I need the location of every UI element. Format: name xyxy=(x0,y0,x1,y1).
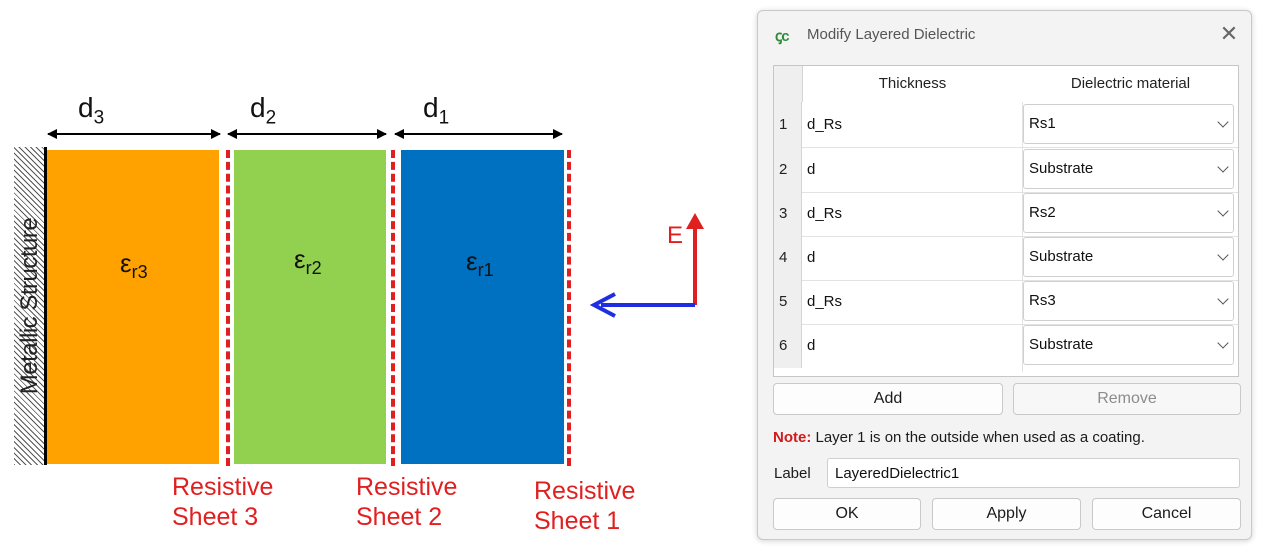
thickness-cell[interactable]: d_Rs xyxy=(807,293,843,310)
material-select[interactable]: Rs2 xyxy=(1023,193,1234,233)
row-divider xyxy=(802,236,1238,237)
layer-er2 xyxy=(234,150,386,464)
material-select[interactable]: Substrate xyxy=(1023,325,1234,365)
thickness-cell[interactable]: d_Rs xyxy=(807,205,843,222)
title-bar[interactable]: ꞔc Modify Layered Dielectric ✕ xyxy=(758,11,1251,59)
material-value: Substrate xyxy=(1029,248,1094,265)
close-icon[interactable]: ✕ xyxy=(1219,21,1239,46)
row-number[interactable]: 2 xyxy=(774,147,802,192)
row-divider xyxy=(802,324,1238,325)
column-divider xyxy=(1022,102,1023,372)
row-divider xyxy=(802,147,1238,148)
material-value: Substrate xyxy=(1029,160,1094,177)
add-button[interactable]: Add xyxy=(773,383,1003,415)
layer-er1 xyxy=(401,150,564,464)
chevron-down-icon xyxy=(1217,337,1229,349)
label-input[interactable] xyxy=(827,458,1240,488)
cancel-button[interactable]: Cancel xyxy=(1092,498,1241,530)
chevron-down-icon xyxy=(1217,249,1229,261)
header-thickness[interactable]: Thickness xyxy=(878,75,947,92)
thickness-cell[interactable]: d xyxy=(807,337,816,354)
header-dielectric-material[interactable]: Dielectric material xyxy=(1070,75,1191,92)
chevron-down-icon xyxy=(1217,205,1229,217)
material-value: Rs1 xyxy=(1029,115,1056,132)
row-number[interactable]: 5 xyxy=(774,280,802,324)
table-corner xyxy=(774,66,803,102)
apply-button[interactable]: Apply xyxy=(932,498,1081,530)
material-select[interactable]: Substrate xyxy=(1023,149,1234,189)
thickness-cell[interactable]: d xyxy=(807,249,816,266)
e-field-label: E xyxy=(667,222,684,249)
material-select[interactable]: Rs1 xyxy=(1023,104,1234,144)
field-arrows xyxy=(589,213,704,318)
modify-layered-dielectric-dialog: ꞔc Modify Layered Dielectric ✕ Thickness… xyxy=(757,10,1252,540)
ok-button[interactable]: OK xyxy=(773,498,921,530)
dialog-title: Modify Layered Dielectric xyxy=(807,26,976,43)
dimension-label-d3: d3 xyxy=(78,92,105,129)
row-number[interactable]: 6 xyxy=(774,324,802,368)
label-caption: Label xyxy=(774,465,811,482)
layered-dielectric-diagram: Metallic Structure εr3 εr2 εr1 d3 d2 d1 … xyxy=(14,92,704,535)
layer-label-er1: εr1 xyxy=(466,246,494,281)
row-number[interactable]: 3 xyxy=(774,192,802,236)
app-icon: ꞔc xyxy=(775,28,790,45)
metallic-structure-label: Metallic Structure xyxy=(16,217,43,395)
layer-er3 xyxy=(47,150,219,464)
metallic-hatch xyxy=(14,147,44,465)
chevron-down-icon xyxy=(1217,116,1229,128)
resistive-sheet-2-line xyxy=(391,150,395,466)
dimension-label-d2: d2 xyxy=(250,92,277,129)
material-select[interactable]: Substrate xyxy=(1023,237,1234,277)
row-number[interactable]: 4 xyxy=(774,236,802,280)
row-divider xyxy=(802,280,1238,281)
material-select[interactable]: Rs3 xyxy=(1023,281,1234,321)
remove-button[interactable]: Remove xyxy=(1013,383,1241,415)
material-value: Rs3 xyxy=(1029,292,1056,309)
thickness-cell[interactable]: d_Rs xyxy=(807,116,843,133)
resistive-sheet-1-line xyxy=(567,150,571,466)
dimension-label-d1: d1 xyxy=(423,92,450,129)
dimension-arrows xyxy=(47,129,563,139)
chevron-down-icon xyxy=(1217,161,1229,173)
metallic-wall xyxy=(44,147,47,465)
resistive-sheet-3-line xyxy=(226,150,230,466)
note-text: Layer 1 is on the outside when used as a… xyxy=(811,429,1145,446)
chevron-down-icon xyxy=(1217,293,1229,305)
layer-label-er3: εr3 xyxy=(120,248,148,283)
layer-label-er2: εr2 xyxy=(294,244,322,279)
row-divider xyxy=(802,192,1238,193)
material-value: Rs2 xyxy=(1029,204,1056,221)
row-number[interactable]: 1 xyxy=(774,102,802,147)
note-prefix: Note: xyxy=(773,429,812,446)
material-value: Substrate xyxy=(1029,336,1094,353)
layer-table: Thickness Dielectric material 1 d_Rs Rs1… xyxy=(773,65,1239,377)
thickness-cell[interactable]: d xyxy=(807,161,816,178)
coating-note: Note: Layer 1 is on the outside when use… xyxy=(773,429,1145,446)
